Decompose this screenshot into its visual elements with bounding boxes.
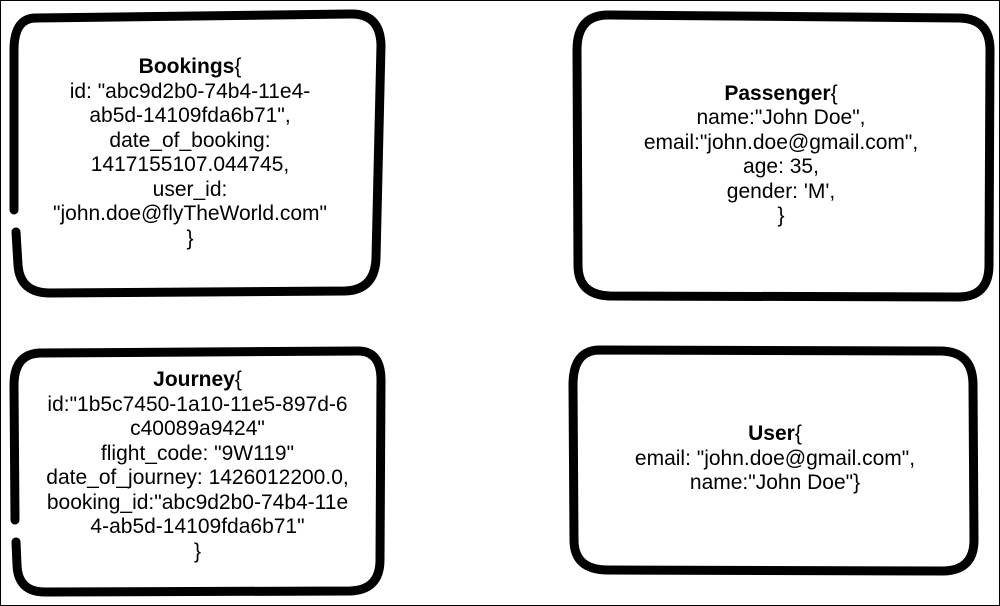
bookings-line: date_of_booking:	[109, 128, 271, 152]
journey-box	[9, 346, 386, 597]
journey-title-line: Journey{	[153, 368, 242, 393]
user-title: User	[748, 422, 795, 446]
journey-title: Journey	[153, 368, 235, 391]
passenger-title: Passenger	[724, 81, 831, 105]
user-card: User{ email: "john.doe@gmail.com", name:…	[578, 352, 972, 566]
passenger-line: gender: 'M',	[726, 179, 836, 203]
passenger-card: Passenger{ name:"John Doe", email:"john.…	[582, 20, 980, 290]
user-line: name:"John Doe"}	[689, 471, 861, 495]
passenger-box	[572, 10, 995, 302]
bookings-title-line: Bookings{	[139, 55, 242, 80]
passenger-title-line: Passenger{	[724, 82, 837, 107]
bookings-close-brace: }	[186, 226, 194, 250]
bookings-open-brace: {	[234, 55, 242, 78]
passenger-line: age: 35,	[743, 155, 819, 178]
bookings-box	[9, 9, 386, 298]
journey-line: flight_code: "9W119"	[100, 441, 295, 465]
passenger-line: email:"john.doe@gmail.com",	[643, 130, 919, 154]
journey-close-brace: }	[193, 539, 201, 563]
bookings-line: ab5d-14109fda6b71",	[89, 104, 291, 127]
bookings-line: id: "abc9d2b0-74b4-11e4-	[69, 79, 311, 103]
journey-open-brace: {	[234, 368, 242, 391]
user-line: email: "john.doe@gmail.com",	[634, 446, 916, 470]
user-title-line: User{	[748, 422, 802, 447]
bookings-card: Bookings{ id: "abc9d2b0-74b4-11e4- ab5d-…	[20, 22, 360, 284]
journey-line: 4-ab5d-14109fda6b71"	[90, 515, 305, 538]
passenger-line: name:"John Doe",	[696, 106, 866, 129]
journey-line: id:"1b5c7450-1a10-11e5-897d-6	[47, 392, 348, 416]
bookings-line: 1417155107.044745,	[90, 153, 290, 176]
passenger-open-brace: {	[830, 81, 838, 105]
user-open-brace: {	[794, 422, 802, 446]
bookings-line: user_id:	[152, 177, 228, 201]
user-box	[568, 345, 979, 576]
bookings-line: "john.doe@flyTheWorld.com"	[53, 202, 327, 225]
journey-line: c40089a9424"	[130, 417, 265, 440]
journey-line: date_of_journey: 1426012200.0,	[46, 466, 349, 489]
passenger-close-brace: }	[777, 204, 785, 227]
journey-card: Journey{ id:"1b5c7450-1a10-11e5-897d-6 c…	[20, 352, 375, 580]
journey-line: booking_id:"abc9d2b0-74b4-11e	[46, 490, 349, 514]
bookings-title: Bookings	[138, 55, 235, 78]
